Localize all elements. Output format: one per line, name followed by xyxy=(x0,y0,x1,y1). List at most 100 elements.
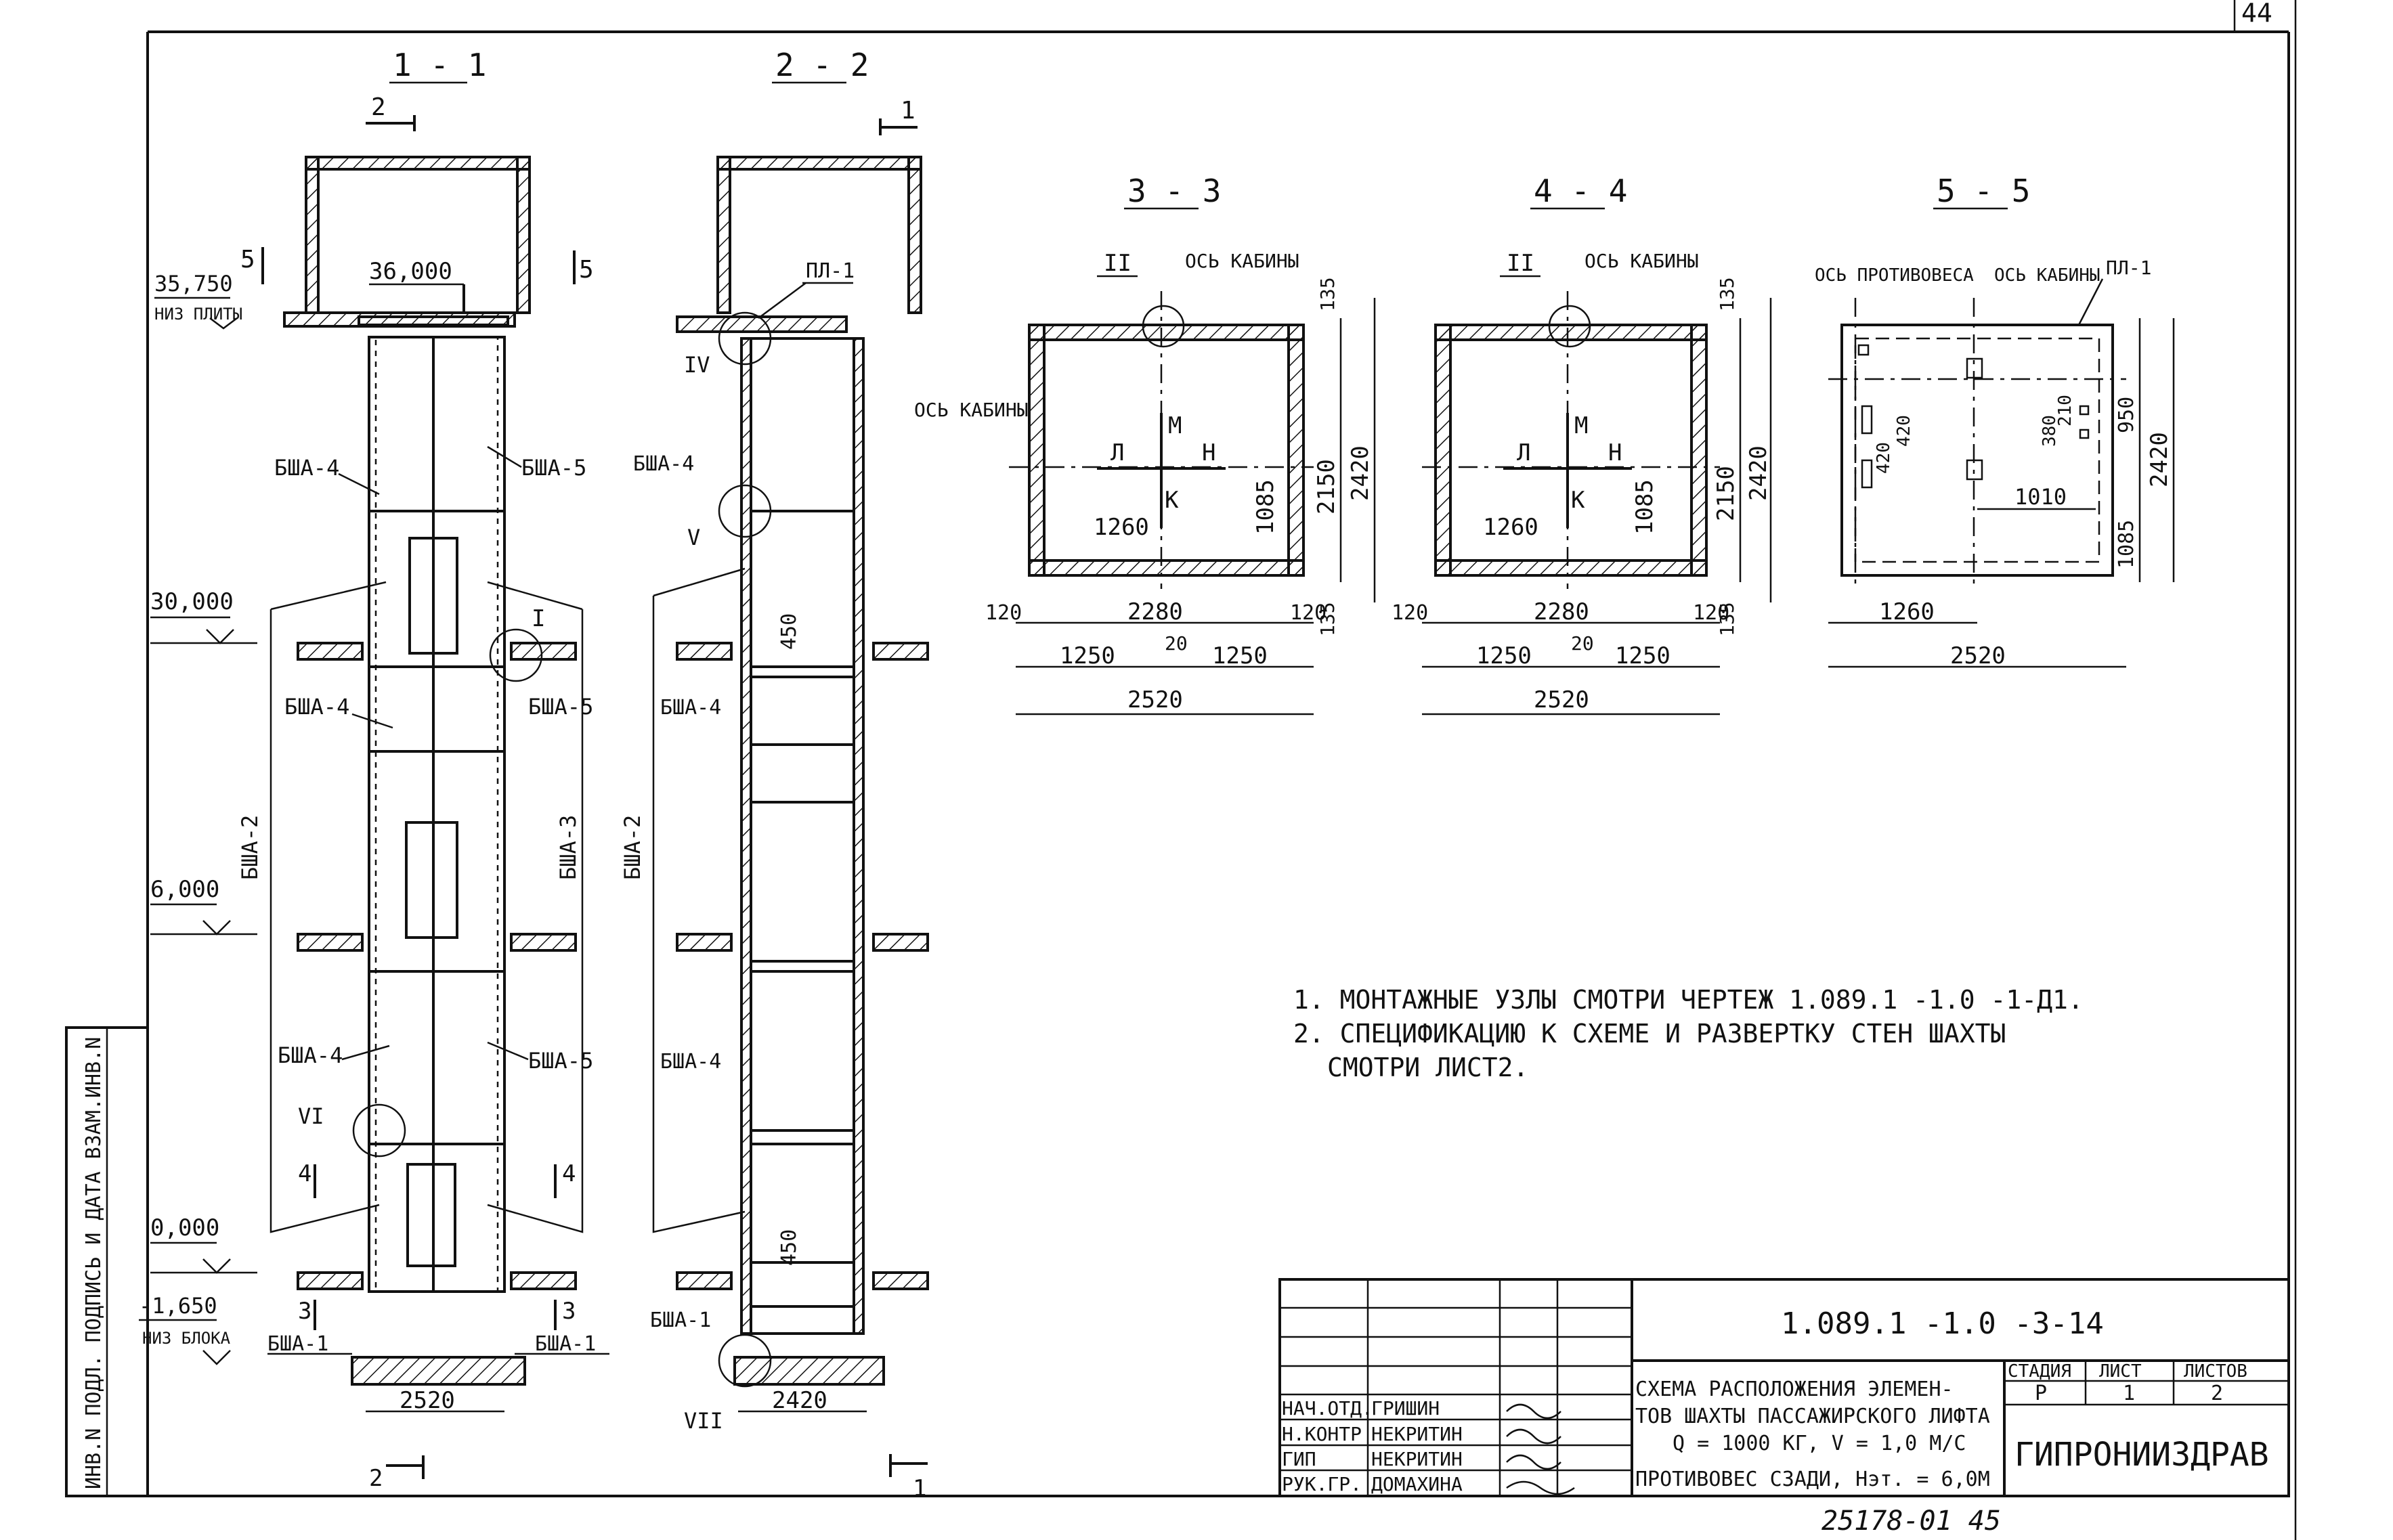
svg-text:2150: 2150 xyxy=(1712,466,1740,521)
section-4-4-title: 4 - 4 xyxy=(1534,173,1627,209)
node-mark-I xyxy=(489,628,543,682)
svg-text:1250: 1250 xyxy=(1212,642,1268,669)
section-1-1: 1 - 1 2 36,000 5 5 35,750 НИЗ ПЛИТЫ 30,0… xyxy=(139,47,609,1492)
stage-header-2: ЛИСТОВ xyxy=(2184,1361,2247,1382)
node-II-33: II xyxy=(1104,250,1131,277)
side-stamp: ИНВ.N ПОДЛ. ПОДПИСЬ И ДАТА ВЗАМ.ИНВ.N xyxy=(65,1026,149,1497)
svg-text:К: К xyxy=(1571,487,1585,514)
plate-pl1: ПЛ-1 xyxy=(806,259,855,283)
svg-text:2420: 2420 xyxy=(2146,432,2173,487)
svg-text:420: 420 xyxy=(1874,442,1894,474)
svg-text:1260: 1260 xyxy=(1879,598,1935,625)
svg-text:2150: 2150 xyxy=(1313,459,1340,514)
svg-text:120: 120 xyxy=(1392,601,1428,625)
title-line-2: ТОВ ШАХТЫ ПАССАЖИРСКОГО ЛИФТА xyxy=(1635,1405,1990,1428)
svg-text:1250: 1250 xyxy=(1060,642,1115,669)
svg-text:М: М xyxy=(1168,412,1182,439)
section-mark-5-right: 5 xyxy=(579,256,594,284)
sheet-number: 44 xyxy=(2241,0,2272,28)
label-22-bsha4-a: БША-4 xyxy=(633,452,694,476)
svg-text:135: 135 xyxy=(1716,277,1738,311)
label-bsha4-a: БША-4 xyxy=(274,455,339,481)
elevation-0000: 0,000 xyxy=(150,1214,257,1274)
svg-text:30,000: 30,000 xyxy=(150,588,234,615)
svg-text:К: К xyxy=(1165,487,1179,514)
svg-text:Л: Л xyxy=(1111,439,1124,466)
svg-text:380: 380 xyxy=(2040,415,2060,447)
svg-text:0,000: 0,000 xyxy=(150,1214,219,1241)
svg-text:1085: 1085 xyxy=(1252,479,1279,535)
svg-text:135: 135 xyxy=(1316,277,1339,311)
sig-role-3: РУК.ГР. xyxy=(1282,1473,1362,1495)
label-bsha4-b: БША-4 xyxy=(284,694,349,720)
node-mark-V: V xyxy=(687,525,700,550)
svg-text:2420: 2420 xyxy=(1745,445,1772,501)
label-bsha5-a: БША-5 xyxy=(521,455,586,481)
axis-counterweight: ОСЬ ПРОТИВОВЕСА xyxy=(1815,265,1974,286)
svg-text:2520: 2520 xyxy=(1950,642,2006,669)
title-line-4: ПРОТИВОВЕС СЗАДИ, Нэт. = 6,0М xyxy=(1635,1468,1990,1491)
sig-role-2: ГИП xyxy=(1282,1448,1316,1470)
cut-mark-1-top: 1 xyxy=(901,97,915,125)
svg-text:1260: 1260 xyxy=(1483,514,1538,541)
svg-text:НИЗ БЛОКА: НИЗ БЛОКА xyxy=(142,1329,231,1348)
stage-value-2: 2 xyxy=(2211,1382,2223,1405)
signature-marks xyxy=(1506,1403,1575,1495)
svg-text:3: 3 xyxy=(298,1298,311,1325)
node-mark-IV: IV xyxy=(684,352,710,378)
axis-left-33: ОСЬ КАБИНЫ xyxy=(914,399,1029,421)
section-4-4: 4 - 4 II ОСЬ КАБИНЫ Л М Н К 1260 1085 12… xyxy=(1392,173,1772,716)
svg-text:1085: 1085 xyxy=(2115,520,2138,569)
node-II-44: II xyxy=(1507,250,1534,277)
svg-text:НИЗ ПЛИТЫ: НИЗ ПЛИТЫ xyxy=(154,305,242,324)
label-22-bsha1: БША-1 xyxy=(650,1308,711,1332)
label-bsha1-left: БША-1 xyxy=(267,1332,328,1356)
plate-pl1-55: ПЛ-1 xyxy=(2106,257,2151,279)
organization: ГИПРОНИИЗДРАВ xyxy=(2014,1436,2269,1474)
stage-header-0: СТАДИЯ xyxy=(2008,1361,2071,1382)
notes: 1. МОНТАЖНЫЕ УЗЛЫ СМОТРИ ЧЕРТЕЖ 1.089.1 … xyxy=(1293,985,2084,1082)
svg-text:420: 420 xyxy=(1894,415,1914,447)
width-2-2: 2420 xyxy=(772,1387,827,1414)
sig-name-1: НЕКРИТИН xyxy=(1371,1423,1463,1445)
title-block: НАЧ.ОТД. ГРИШИН Н.КОНТР НЕКРИТИН ГИП НЕК… xyxy=(1278,1278,2290,1497)
svg-text:1260: 1260 xyxy=(1094,514,1149,541)
label-bsha4-c: БША-4 xyxy=(278,1042,343,1068)
node-mark-VII: VII xyxy=(684,1408,723,1434)
note-2-cont: СМОТРИ ЛИСТ2. xyxy=(1327,1053,1528,1082)
note-1: 1. МОНТАЖНЫЕ УЗЛЫ СМОТРИ ЧЕРТЕЖ 1.089.1 … xyxy=(1293,985,2084,1015)
svg-text:135: 135 xyxy=(1316,602,1339,636)
dim-450-a: 450 xyxy=(777,613,801,650)
svg-text:2520: 2520 xyxy=(1127,686,1183,713)
label-22-bsha4-c: БША-4 xyxy=(660,1050,721,1074)
stage-header-1: ЛИСТ xyxy=(2099,1361,2142,1382)
section-mark-5-left: 5 xyxy=(240,246,255,273)
svg-text:2280: 2280 xyxy=(1534,598,1589,625)
side-stamp-text: ИНВ.N ПОДЛ. ПОДПИСЬ И ДАТА ВЗАМ.ИНВ.N xyxy=(82,1037,106,1489)
svg-text:950: 950 xyxy=(2115,397,2138,433)
elevation-30000: 30,000 xyxy=(150,588,257,644)
svg-text:VI: VI xyxy=(298,1103,324,1129)
svg-text:6,000: 6,000 xyxy=(150,876,219,903)
label-22-bsha4-b: БША-4 xyxy=(660,696,721,720)
width-1-1: 2520 xyxy=(400,1387,455,1414)
section-3-3-title: 3 - 3 xyxy=(1127,173,1221,209)
sig-name-0: ГРИШИН xyxy=(1371,1397,1440,1420)
label-22-bsha2: БША-2 xyxy=(620,815,645,880)
svg-text:4: 4 xyxy=(562,1160,576,1187)
title-line-1: СХЕМА РАСПОЛОЖЕНИЯ ЭЛЕМЕН- xyxy=(1635,1378,1954,1401)
svg-text:I: I xyxy=(532,605,545,632)
svg-text:120: 120 xyxy=(1693,601,1729,625)
cut-mark-bottom: 2 xyxy=(369,1465,383,1492)
section-5-5: 5 - 5 ОСЬ ПРОТИВОВЕСА ОСЬ КАБИНЫ ПЛ-1 42… xyxy=(1815,173,2175,669)
svg-text:120: 120 xyxy=(985,601,1022,625)
svg-text:20: 20 xyxy=(1165,632,1188,655)
stage-value-1: 1 xyxy=(2123,1382,2135,1405)
sig-role-1: Н.КОНТР xyxy=(1282,1423,1362,1445)
section-5-5-title: 5 - 5 xyxy=(1937,173,2030,209)
axis-top-44: ОСЬ КАБИНЫ xyxy=(1584,250,1699,272)
node-mark-VI xyxy=(352,1103,406,1158)
svg-text:-1,650: -1,650 xyxy=(139,1293,217,1319)
section-1-1-title: 1 - 1 xyxy=(393,47,486,83)
label-bsha3: БША-3 xyxy=(555,815,581,880)
